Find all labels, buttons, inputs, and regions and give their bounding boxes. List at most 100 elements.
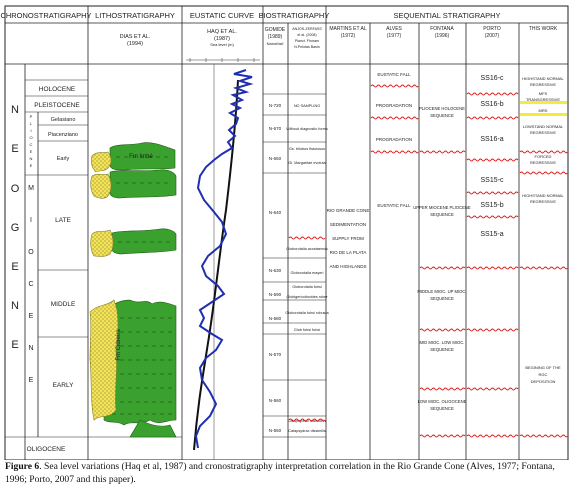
haq-unit: Sea level (m) [210,42,234,47]
nanno-zone: N-670 [269,126,282,131]
work-text: MRS [539,108,548,113]
gomide-author: GOMIDE [265,27,286,33]
martins-text: AND HIGHLANDS [329,264,366,269]
mio-letter: O [28,249,34,256]
anjos-2: et al. (2008) [297,33,316,37]
mfs-band [520,101,567,104]
plio-letter: L [30,121,33,126]
nanno-zone: N-570 [269,352,282,357]
fontana-1: FONTANA [430,26,454,32]
era-letter: O [11,183,20,195]
work-text: LOWSTAND NORMAL [523,124,564,129]
figure-caption: Figure 6. Sea level variations (Haq et a… [5,461,571,486]
unconformity-line [466,158,519,162]
fontana-text: MID MIOC. LOW MIOC. [420,340,465,345]
unconformity-line [419,266,466,270]
era-letter: N [11,300,19,312]
work-text: FORCED [535,154,552,159]
era-letter: E [11,339,18,351]
work-text: HIGHSTAND NORMAL [522,76,564,81]
oligocene-label: OLIGOCENE [27,446,66,453]
era-letter: E [11,261,18,273]
martins-text: SEDIMENTATION [330,222,366,227]
pleistocene-label: PLEISTOCENE [34,102,80,109]
martins-text: RIO DE LA PLATA [330,250,367,255]
porto-2: (2007) [485,33,500,39]
nanno-zone: N-580 [269,316,282,321]
porto-sequence: SS16-b [480,101,503,108]
anjos-4: N.Pelotas Basin [294,45,320,49]
work-text: TRANSGRESSIVE [526,97,560,102]
work-text: MFS [539,91,548,96]
porto-sequence: SS16-c [481,75,504,82]
unconformity-line [519,266,568,270]
foram-zone: Without diagnostic forms [286,127,328,131]
long-term-sea-level-curve [193,79,239,451]
early-plio-label: Early [57,156,70,162]
short-term-sea-level-curve [194,69,254,449]
unconformity-line [419,434,466,438]
nanno-zone: N-640 [269,210,282,215]
foram-zone: Globorotalia fohsi [292,285,322,289]
gelasiano-label: Gelasiano [51,117,76,123]
header-seq: SEQUENTIAL STRATIGRAPHY [393,11,500,20]
plio-letter: N [30,156,33,161]
nanno-zone: N-720 [269,103,282,108]
unconformity-line [466,434,519,438]
foram-zone: Globorotalia mayeri [291,271,324,275]
caption-label: Figure 6 [5,461,40,472]
fm-cidreira-label: Fm Cidreira [116,329,122,361]
alves-1: ALVES [386,26,402,32]
alves-2: (1977) [387,33,402,39]
nanno-zone: N-630 [269,268,282,273]
header-chrono: CHRONOSTRATIGRAPHY [0,11,91,20]
plio-letter: P [30,114,33,119]
plio-letter: E [30,149,33,154]
mio-letter: I [30,217,32,224]
unconformity-line [419,387,466,391]
martins-1: MARTINS ET AL [329,26,367,32]
unconformity-line [519,171,568,175]
plio-letter: E [30,163,33,168]
work-1: THIS WORK [529,26,558,32]
unconformity-line [370,150,419,154]
work-text: REGRESSIVE [530,199,556,204]
porto-sequence: SS15-c [481,177,504,184]
nanno-zone: N-560 [269,398,282,403]
unconformity-line [519,150,568,154]
late-label: LATE [55,217,71,224]
plio-letter: I [30,128,31,133]
foram-zone: Catapsydrax dissimilis [288,429,326,433]
fontana-text: MIDDLE MIOC. UP MIOC. [417,289,466,294]
foram-zone: Gl. Margaritae evoluta [288,161,326,165]
header-bio: BIOSTRATIGRAPHY [259,11,330,20]
middle-label: MIDDLE [51,301,76,308]
nanno-zone: N-590 [269,292,282,297]
foram-zone: Gs. trilobus fistulosus [289,147,325,151]
unconformity-line [288,236,326,240]
work-text: REGRESSIVE [530,82,556,87]
porto-1: PORTO [483,26,501,32]
work-text: DEPOSITION [531,379,556,384]
mio-letter: C [28,281,33,288]
gomide-year: (1989) [268,34,283,40]
mio-letter: E [29,377,34,384]
fontana-text: SEQUENCE [430,406,454,411]
fontana-text: UPPER MIOCENE PLIOCENE [413,205,471,210]
era-letter: G [11,222,20,234]
fontana-text: LOW MIOC. OLIGOCENE [418,399,467,404]
header-eustatic: EUSTATIC CURVE [190,11,254,20]
foram-zone: Glob fohsi fohsi [294,328,320,332]
mio-letter: M [28,185,34,192]
porto-sequence: SS15-a [480,231,503,238]
martins-text: RIO GRANDE CONE [327,208,370,213]
unconformity-line [466,191,519,195]
litho-year: (1994) [127,41,143,47]
work-text: REGRESSIVE [530,130,556,135]
fm-imbe-label: Fm Imbé [129,154,153,160]
nanno-zone: N-550 [269,428,282,433]
era-letter: E [11,143,18,155]
work-text: REGRESSIVE [530,160,556,165]
litho-drawing: Fm Imbé Fm Cidreira [89,142,177,438]
unconformity-line [419,150,466,154]
